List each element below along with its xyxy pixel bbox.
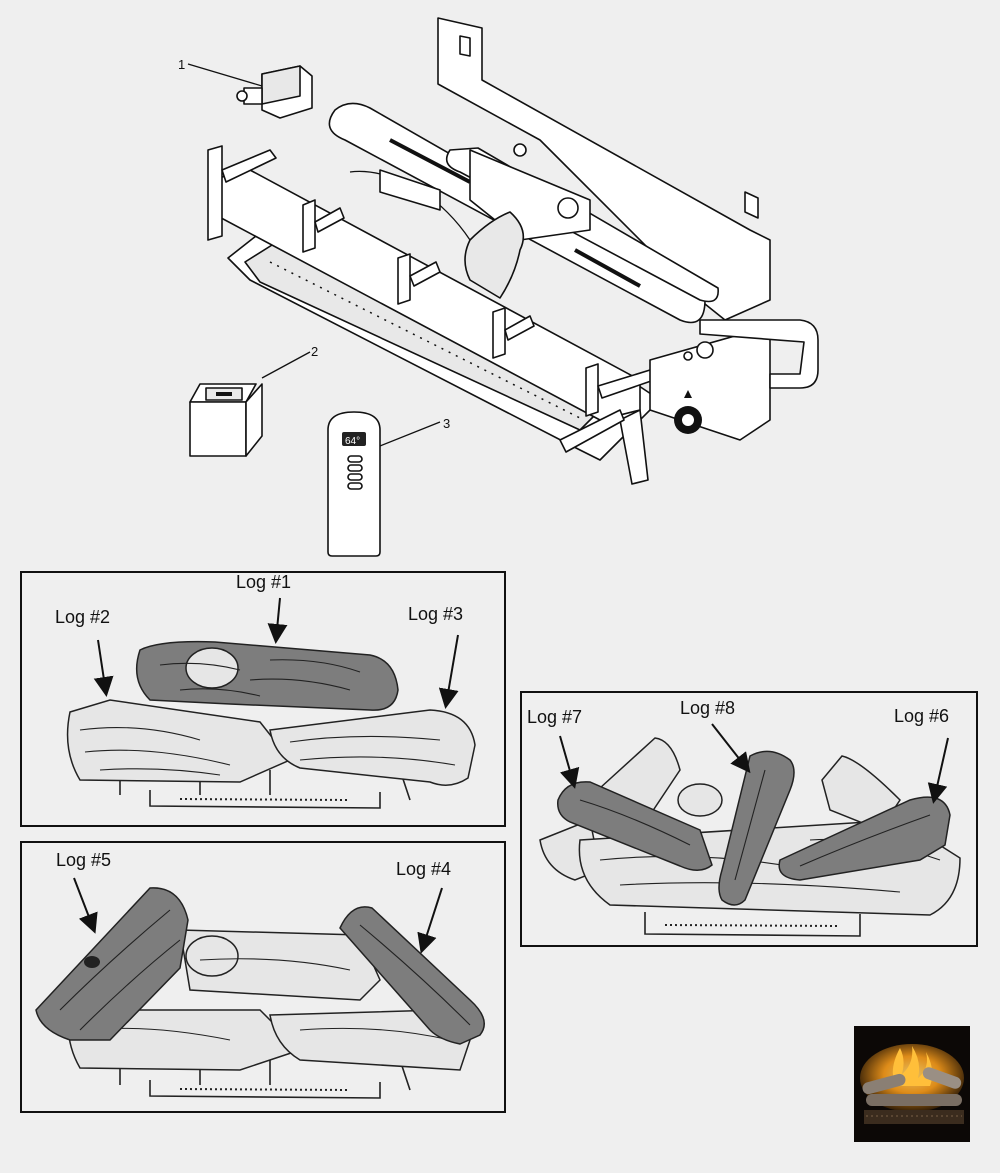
label-log-4: Log #4: [396, 859, 451, 879]
callout-3-label: 3: [443, 416, 450, 431]
product-photo: [854, 1026, 970, 1142]
callout-1-label: 1: [178, 57, 185, 72]
callout-2-label: 2: [311, 344, 318, 359]
log-panel-3: Log #5 Log #4: [20, 841, 506, 1113]
ignition-module-icon: [236, 65, 313, 119]
label-log-3: Log #3: [408, 604, 463, 624]
label-log-7: Log #7: [527, 707, 582, 727]
log-panel-1: Log #1 Log #2 Log #3: [20, 571, 506, 827]
label-log-1: Log #1: [236, 572, 291, 592]
remote-display-text: 64°: [345, 436, 360, 447]
burner-assembly: [207, 17, 819, 485]
label-log-5: Log #5: [56, 850, 111, 870]
label-log-2: Log #2: [55, 607, 110, 627]
label-log-6: Log #6: [894, 706, 949, 726]
rocker-switch-icon: [189, 383, 263, 457]
label-log-8: Log #8: [680, 698, 735, 718]
log-panel-2: Log #7 Log #8 Log #6: [520, 691, 978, 947]
remote-control-icon: 64°: [327, 411, 381, 557]
